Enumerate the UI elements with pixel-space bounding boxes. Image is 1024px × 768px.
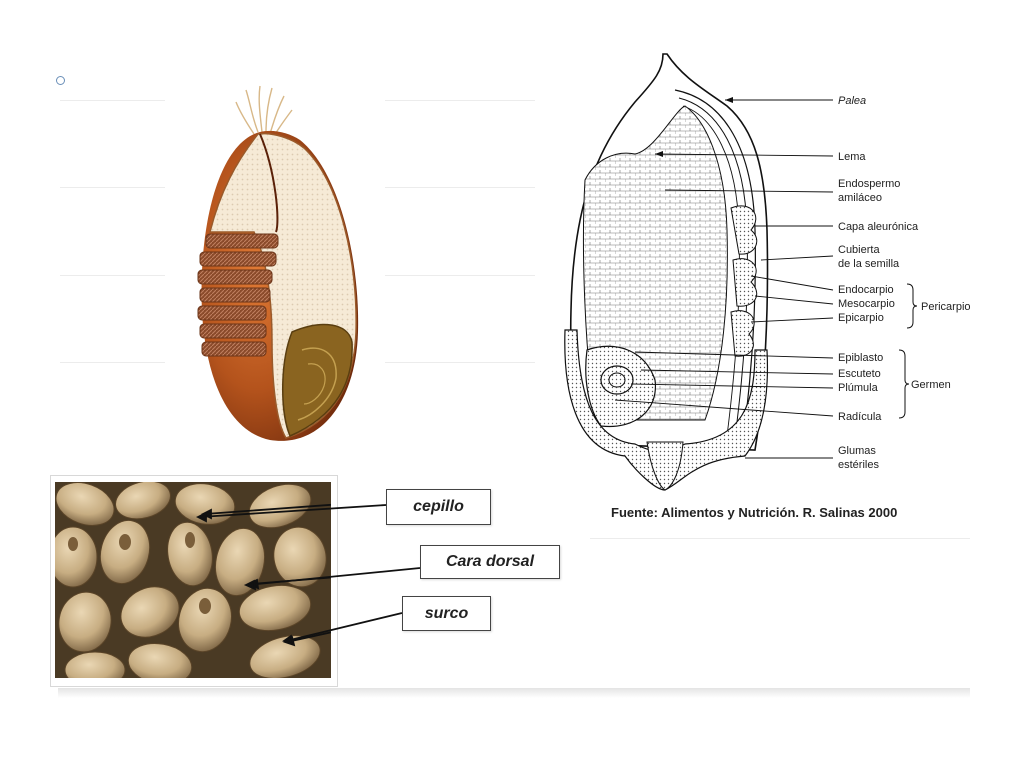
brace-germen [898, 349, 910, 419]
guide-line [385, 362, 535, 363]
sterile-glumes [564, 329, 769, 491]
bran-layers [197, 233, 279, 357]
label-endospermo-2: amiláceo [838, 192, 882, 204]
callout-cara-dorsal: Cara dorsal [420, 545, 560, 579]
label-escuteto: Escuteto [838, 368, 881, 380]
guide-line [60, 275, 165, 276]
leader-lines [614, 99, 834, 459]
kernel-section-diagram: Palea Lema Endospermo amiláceo Capa aleu… [564, 53, 971, 491]
callout-surco: surco [402, 596, 491, 631]
label-cubierta-1: Cubierta [838, 244, 880, 256]
wheat-grains-photo-frame [50, 475, 338, 687]
wheat-grains-photo [55, 482, 331, 678]
label-plumula: Plúmula [838, 382, 879, 394]
label-endospermo-1: Endospermo [838, 178, 900, 190]
leader-arrows [655, 97, 733, 157]
label-epicarpio: Epicarpio [838, 312, 884, 324]
wheat-kernel-illustration [197, 85, 359, 441]
label-germen: Germen [911, 379, 951, 391]
grain-furrows [68, 532, 211, 614]
bullet-dot [56, 76, 65, 85]
guide-line [385, 100, 535, 101]
label-palea: Palea [838, 95, 866, 107]
label-capa-aleuronica: Capa aleurónica [838, 221, 919, 233]
guide-line [60, 100, 165, 101]
guide-line [385, 275, 535, 276]
label-pericarpio: Pericarpio [921, 301, 971, 313]
label-radicula: Radícula [838, 411, 882, 423]
endosperm [582, 105, 728, 421]
label-mesocarpio: Mesocarpio [838, 298, 895, 310]
guide-line [385, 187, 535, 188]
source-caption: Fuente: Alimentos y Nutrición. R. Salina… [611, 505, 898, 520]
label-lema: Lema [838, 151, 866, 163]
callout-cepillo: cepillo [386, 489, 491, 525]
label-glumas-1: Glumas [838, 445, 876, 457]
label-endocarpio: Endocarpio [838, 284, 894, 296]
germ-section [585, 345, 656, 428]
germ [281, 323, 353, 437]
bottom-shadow [58, 688, 970, 698]
guide-line [60, 187, 165, 188]
label-epiblasto: Epiblasto [838, 352, 883, 364]
label-glumas-2: estériles [838, 459, 879, 471]
brush-hairs [235, 85, 293, 137]
brace-pericarpio [906, 283, 918, 329]
label-cubierta-2: de la semilla [838, 258, 900, 270]
guide-line [60, 362, 165, 363]
aleurone-bumps [730, 205, 758, 357]
guide-line [590, 538, 970, 539]
